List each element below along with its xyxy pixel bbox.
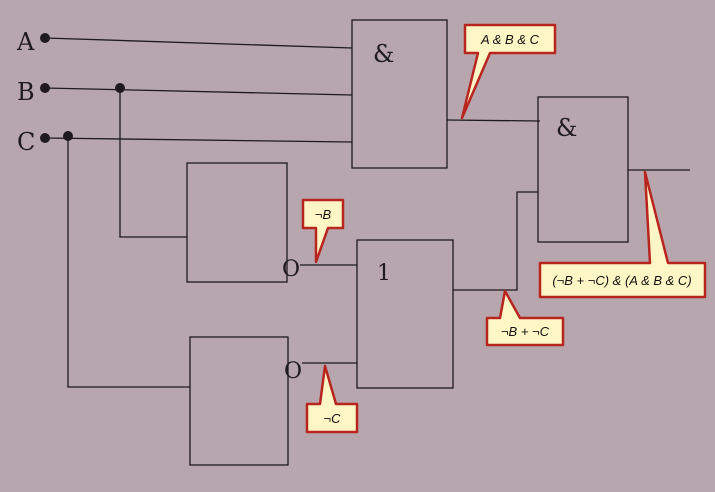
callout-not-c-text: ¬C — [324, 411, 342, 426]
and-gate-1 — [351, 19, 448, 169]
junction-b — [115, 83, 125, 93]
callout-not-c: ¬C — [305, 364, 359, 434]
input-terminal-c — [40, 133, 50, 143]
or-gate-symbol: 1 — [377, 261, 391, 286]
wires — [44, 37, 690, 388]
and-gate-1-symbol: & — [373, 40, 394, 68]
not-gate-c-symbol: O — [284, 359, 302, 384]
and-gate-2-symbol: & — [556, 114, 577, 142]
not-gate-b — [186, 162, 288, 283]
wire-b-to-not — [119, 88, 187, 238]
wire-c — [44, 137, 353, 143]
callout-not-b: ¬B — [301, 198, 345, 264]
callout-abc-text: A & B & C — [480, 32, 540, 47]
input-label-a: A — [16, 28, 35, 56]
input-terminal-b — [40, 83, 50, 93]
wire-or-out — [453, 191, 538, 291]
callout-not-b-text: ¬B — [315, 207, 332, 222]
and-gate-2 — [537, 96, 629, 243]
callout-abc: A & B & C — [460, 23, 557, 120]
input-label-b: B — [17, 78, 35, 106]
wire-and1-out — [446, 119, 541, 122]
input-label-c: C — [17, 128, 35, 156]
wire-c-to-not — [67, 136, 190, 388]
not-gate-c — [189, 336, 289, 466]
junction-c — [63, 131, 73, 141]
or-gate — [356, 239, 454, 389]
input-terminal-a — [40, 33, 50, 43]
not-gate-b-symbol: O — [282, 257, 300, 282]
wire-b — [44, 87, 353, 96]
callout-output: (¬B + ¬C) & (A & B & C) — [538, 170, 707, 299]
callout-or-text: ¬B + ¬C — [501, 324, 550, 339]
wire-a — [44, 37, 353, 49]
callout-or: ¬B + ¬C — [485, 289, 565, 347]
callout-output-text: (¬B + ¬C) & (A & B & C) — [552, 273, 691, 288]
